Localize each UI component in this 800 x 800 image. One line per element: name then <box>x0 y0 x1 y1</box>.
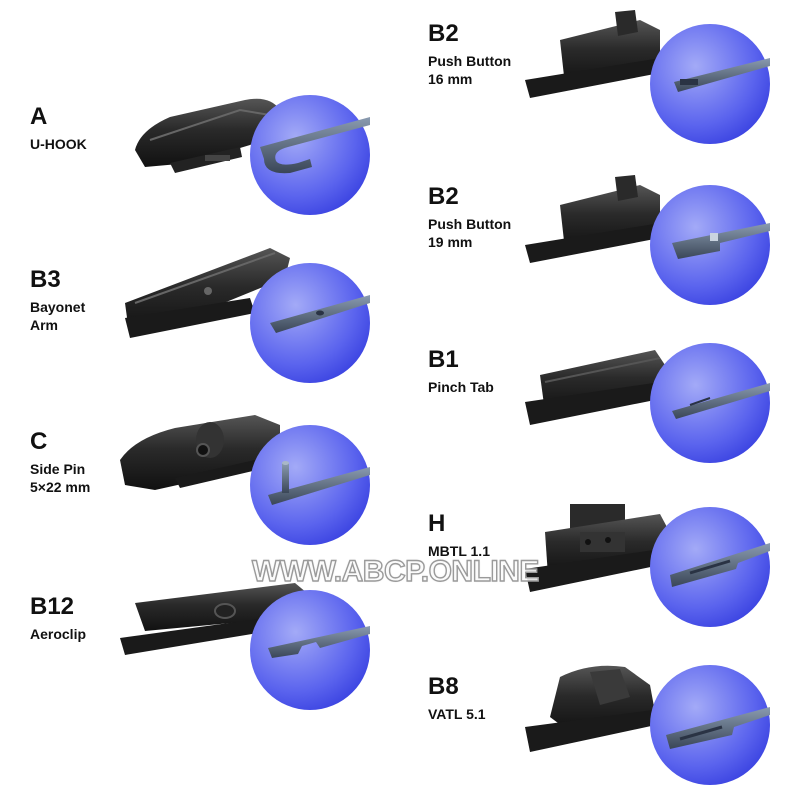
adapter-code: B8 <box>428 673 459 700</box>
mbtl-blade-icon <box>670 543 770 587</box>
push-button-16-adapter-icon <box>525 10 665 98</box>
push-button-19-detail-circle <box>650 185 770 305</box>
adapter-name-line: Push Button <box>428 216 512 232</box>
pinch-tab-adapter-icon <box>525 350 665 425</box>
adapter-name: MBTL 1.1 <box>428 542 490 560</box>
adapter-name-line: Arm <box>30 317 59 333</box>
adapter-item-b2-19: B2 Push Button 19 mm <box>428 175 798 305</box>
adapter-name-line: 19 mm <box>428 234 473 250</box>
adapter-code: C <box>30 428 48 455</box>
mbtl-detail-circle <box>650 507 770 627</box>
adapter-code: H <box>428 510 446 537</box>
adapter-name-line: Side Pin <box>30 461 86 477</box>
side-pin-icon <box>268 461 370 505</box>
side-pin-adapter-icon <box>120 415 280 490</box>
vatl-blade-icon <box>666 707 770 749</box>
adapter-code: B1 <box>428 346 459 373</box>
aeroclip-blade-icon <box>268 626 370 658</box>
adapter-name-line: MBTL 1.1 <box>428 543 490 559</box>
push-button-19-adapter-icon <box>525 175 665 263</box>
adapter-name-line: Bayonet <box>30 299 86 315</box>
pinch-tab-detail-circle <box>650 343 770 463</box>
adapter-item-c: C Side Pin 5×22 mm <box>30 415 400 550</box>
vatl-adapter-icon <box>525 665 665 752</box>
push-button-19-blade-icon <box>672 223 770 259</box>
side-pin-detail-circle <box>250 425 370 545</box>
adapter-name: VATL 5.1 <box>428 705 486 723</box>
adapter-code: B12 <box>30 593 75 620</box>
adapter-item-b8: B8 VATL 5.1 <box>428 665 798 795</box>
bayonet-arm-adapter-icon <box>125 248 290 338</box>
vatl-detail-circle <box>650 665 770 785</box>
adapter-item-h: H MBTL 1.1 <box>428 504 798 632</box>
adapter-name-line: Push Button <box>428 53 512 69</box>
bayonet-detail-circle <box>250 263 370 383</box>
adapter-item-b1: B1 Pinch Tab <box>428 343 798 468</box>
adapter-name: Push Button 19 mm <box>428 215 511 251</box>
adapter-item-a: A U-HOOK <box>30 95 400 225</box>
push-button-16-detail-circle <box>650 24 770 144</box>
aeroclip-detail-circle <box>250 590 370 710</box>
adapter-item-b3: B3 Bayonet Arm <box>30 248 400 388</box>
watermark: WWW.ABCP.ONLINE <box>251 554 540 588</box>
adapter-name-line: Aeroclip <box>30 626 87 642</box>
bayonet-blade-icon <box>270 295 370 333</box>
u-hook-adapter-icon <box>135 98 290 173</box>
u-hook-icon <box>260 117 370 174</box>
adapter-code: B2 <box>428 20 459 47</box>
adapter-name: Bayonet Arm <box>30 298 85 334</box>
adapter-name-line: U-HOOK <box>30 136 87 152</box>
adapter-name-line: 16 mm <box>428 71 473 87</box>
pinch-tab-blade-icon <box>672 383 770 419</box>
adapter-name: U-HOOK <box>30 135 87 153</box>
u-hook-detail-circle <box>250 95 370 215</box>
adapter-name: Push Button 16 mm <box>428 52 511 88</box>
adapter-item-b2-16: B2 Push Button 16 mm <box>428 10 798 144</box>
adapter-name: Pinch Tab <box>428 378 494 396</box>
adapter-name-line: 5×22 mm <box>30 479 91 495</box>
adapter-code: A <box>30 103 48 130</box>
adapter-item-b12: B12 Aeroclip <box>30 583 400 715</box>
push-button-16-blade-icon <box>674 58 770 92</box>
adapter-code: B2 <box>428 183 459 210</box>
adapter-name: Aeroclip <box>30 625 86 643</box>
adapter-name-line: Pinch Tab <box>428 379 494 395</box>
mbtl-adapter-icon <box>525 504 668 592</box>
adapter-name-line: VATL 5.1 <box>428 706 486 722</box>
adapter-code: B3 <box>30 266 61 293</box>
adapter-name: Side Pin 5×22 mm <box>30 460 90 496</box>
